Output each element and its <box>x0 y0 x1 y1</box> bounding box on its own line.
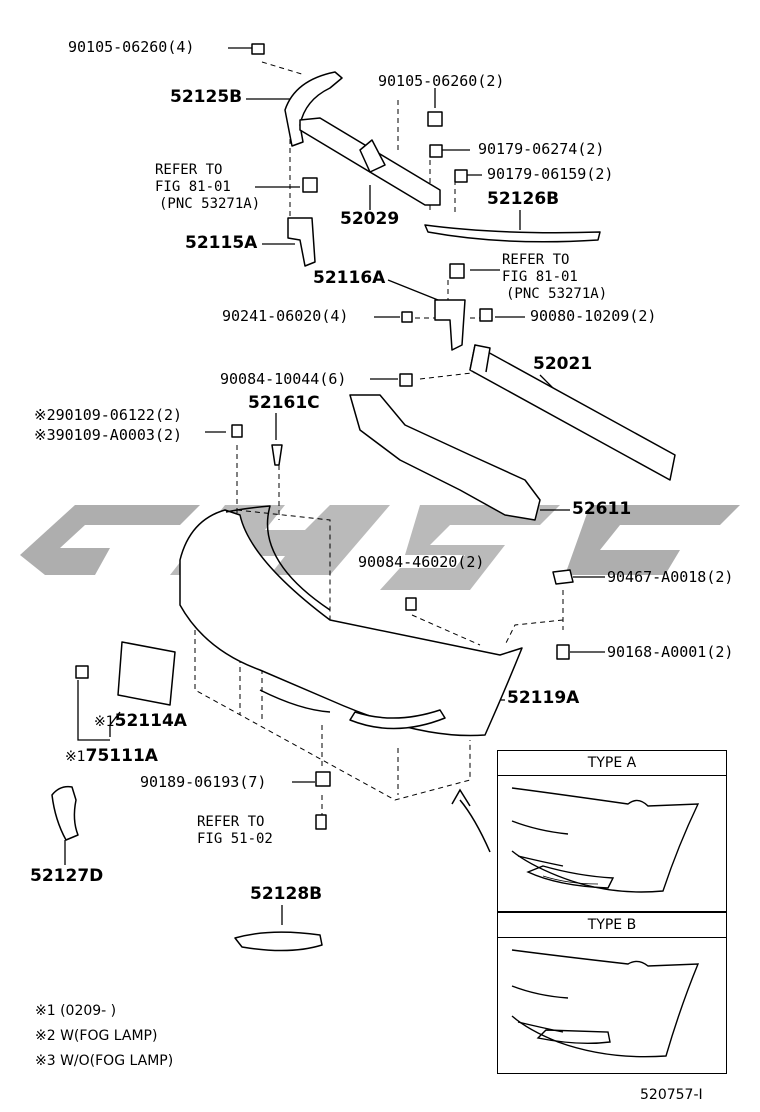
refer-2-line-1: REFER TO <box>502 252 570 268</box>
label-52126b: 52126B <box>487 189 560 209</box>
label-52119a: 52119A <box>507 688 580 708</box>
mark-1: ※1 <box>94 714 115 730</box>
refer-1-line-1: REFER TO <box>155 162 223 178</box>
bracket-52116a <box>434 299 466 351</box>
label-90109-a0003: ※390109-A0003(2) <box>34 428 182 443</box>
label-90168-a0001: 90168-A0001(2) <box>607 643 734 661</box>
type-b-box: TYPE B <box>497 912 727 1074</box>
refer-2-line-3: (PNC 53271A) <box>506 286 608 302</box>
label-90084-46020: 90084-46020(2) <box>358 553 485 571</box>
note-2: ※2 W(FOG LAMP) <box>35 1028 158 1044</box>
label-52125b: 52125B <box>170 87 243 107</box>
mark-1b: ※1 <box>65 749 86 765</box>
mark-2: ※2 <box>34 406 56 424</box>
label-52114a: ※152114A <box>94 711 187 731</box>
bumper-cover-52119a <box>179 509 523 737</box>
label-90179-06274: 90179-06274(2) <box>478 140 605 158</box>
refer-block-1: REFER TO FIG 81-01 (PNC 53271A) <box>155 163 260 212</box>
label-90241-06020: 90241-06020(4) <box>222 307 349 325</box>
part-90109-a0003: 90109-A0003(2) <box>55 426 183 444</box>
label-90189-06193: 90189-06193(7) <box>140 773 267 791</box>
label-90105-06260-2: 90105-06260(2) <box>378 72 505 90</box>
refer-1-line-3: (PNC 53271A) <box>159 196 261 212</box>
label-90084-10044: 90084-10044(6) <box>220 370 347 388</box>
type-a-drawing <box>511 787 700 893</box>
label-52029: 52029 <box>340 209 400 229</box>
label-52021: 52021 <box>533 354 593 374</box>
label-52161c: 52161C <box>248 393 320 413</box>
figure-id: 520757-I <box>640 1087 703 1103</box>
label-52611: 52611 <box>572 499 632 519</box>
type-a-title: TYPE A <box>498 751 726 776</box>
label-52116a: 52116A <box>313 268 386 288</box>
label-90467-a0018: 90467-A0018(2) <box>607 568 734 586</box>
label-75111a: ※175111A <box>65 746 158 766</box>
note-3: ※3 W/O(FOG LAMP) <box>35 1053 174 1069</box>
refer-3-line-2: FIG 51-02 <box>197 831 273 847</box>
label-90105-06260-4: 90105-06260(4) <box>68 38 195 56</box>
refer-block-3: REFER TO FIG 51-02 <box>197 815 273 847</box>
label-90179-06159: 90179-06159(2) <box>487 165 614 183</box>
note-1: ※1 (0209- ) <box>35 1003 117 1019</box>
absorber-52611 <box>349 394 541 521</box>
part-52114a: 52114A <box>114 711 187 731</box>
part-75111a: 75111A <box>85 746 158 766</box>
bracket-52126b <box>424 224 601 243</box>
refer-2-line-2: FIG 81-01 <box>502 269 578 285</box>
part-90109-06122: 90109-06122(2) <box>55 406 183 424</box>
type-b-title: TYPE B <box>498 913 726 938</box>
label-90080-10209: 90080-10209(2) <box>530 307 657 325</box>
type-a-box: TYPE A <box>497 750 727 912</box>
plate-52114a <box>117 641 176 706</box>
cover-52127d <box>51 785 79 841</box>
refer-block-2: REFER TO FIG 81-01 (PNC 53271A) <box>502 253 607 302</box>
type-b-drawing <box>511 949 700 1058</box>
label-52127d: 52127D <box>30 866 104 886</box>
label-90109-06122: ※290109-06122(2) <box>34 408 182 423</box>
label-52115a: 52115A <box>185 233 258 253</box>
refer-1-line-2: FIG 81-01 <box>155 179 231 195</box>
grille-52128b <box>234 931 323 952</box>
mark-3: ※3 <box>34 426 56 444</box>
bracket-52115a <box>287 217 316 267</box>
label-52128b: 52128B <box>250 884 323 904</box>
refer-3-line-1: REFER TO <box>197 814 265 830</box>
